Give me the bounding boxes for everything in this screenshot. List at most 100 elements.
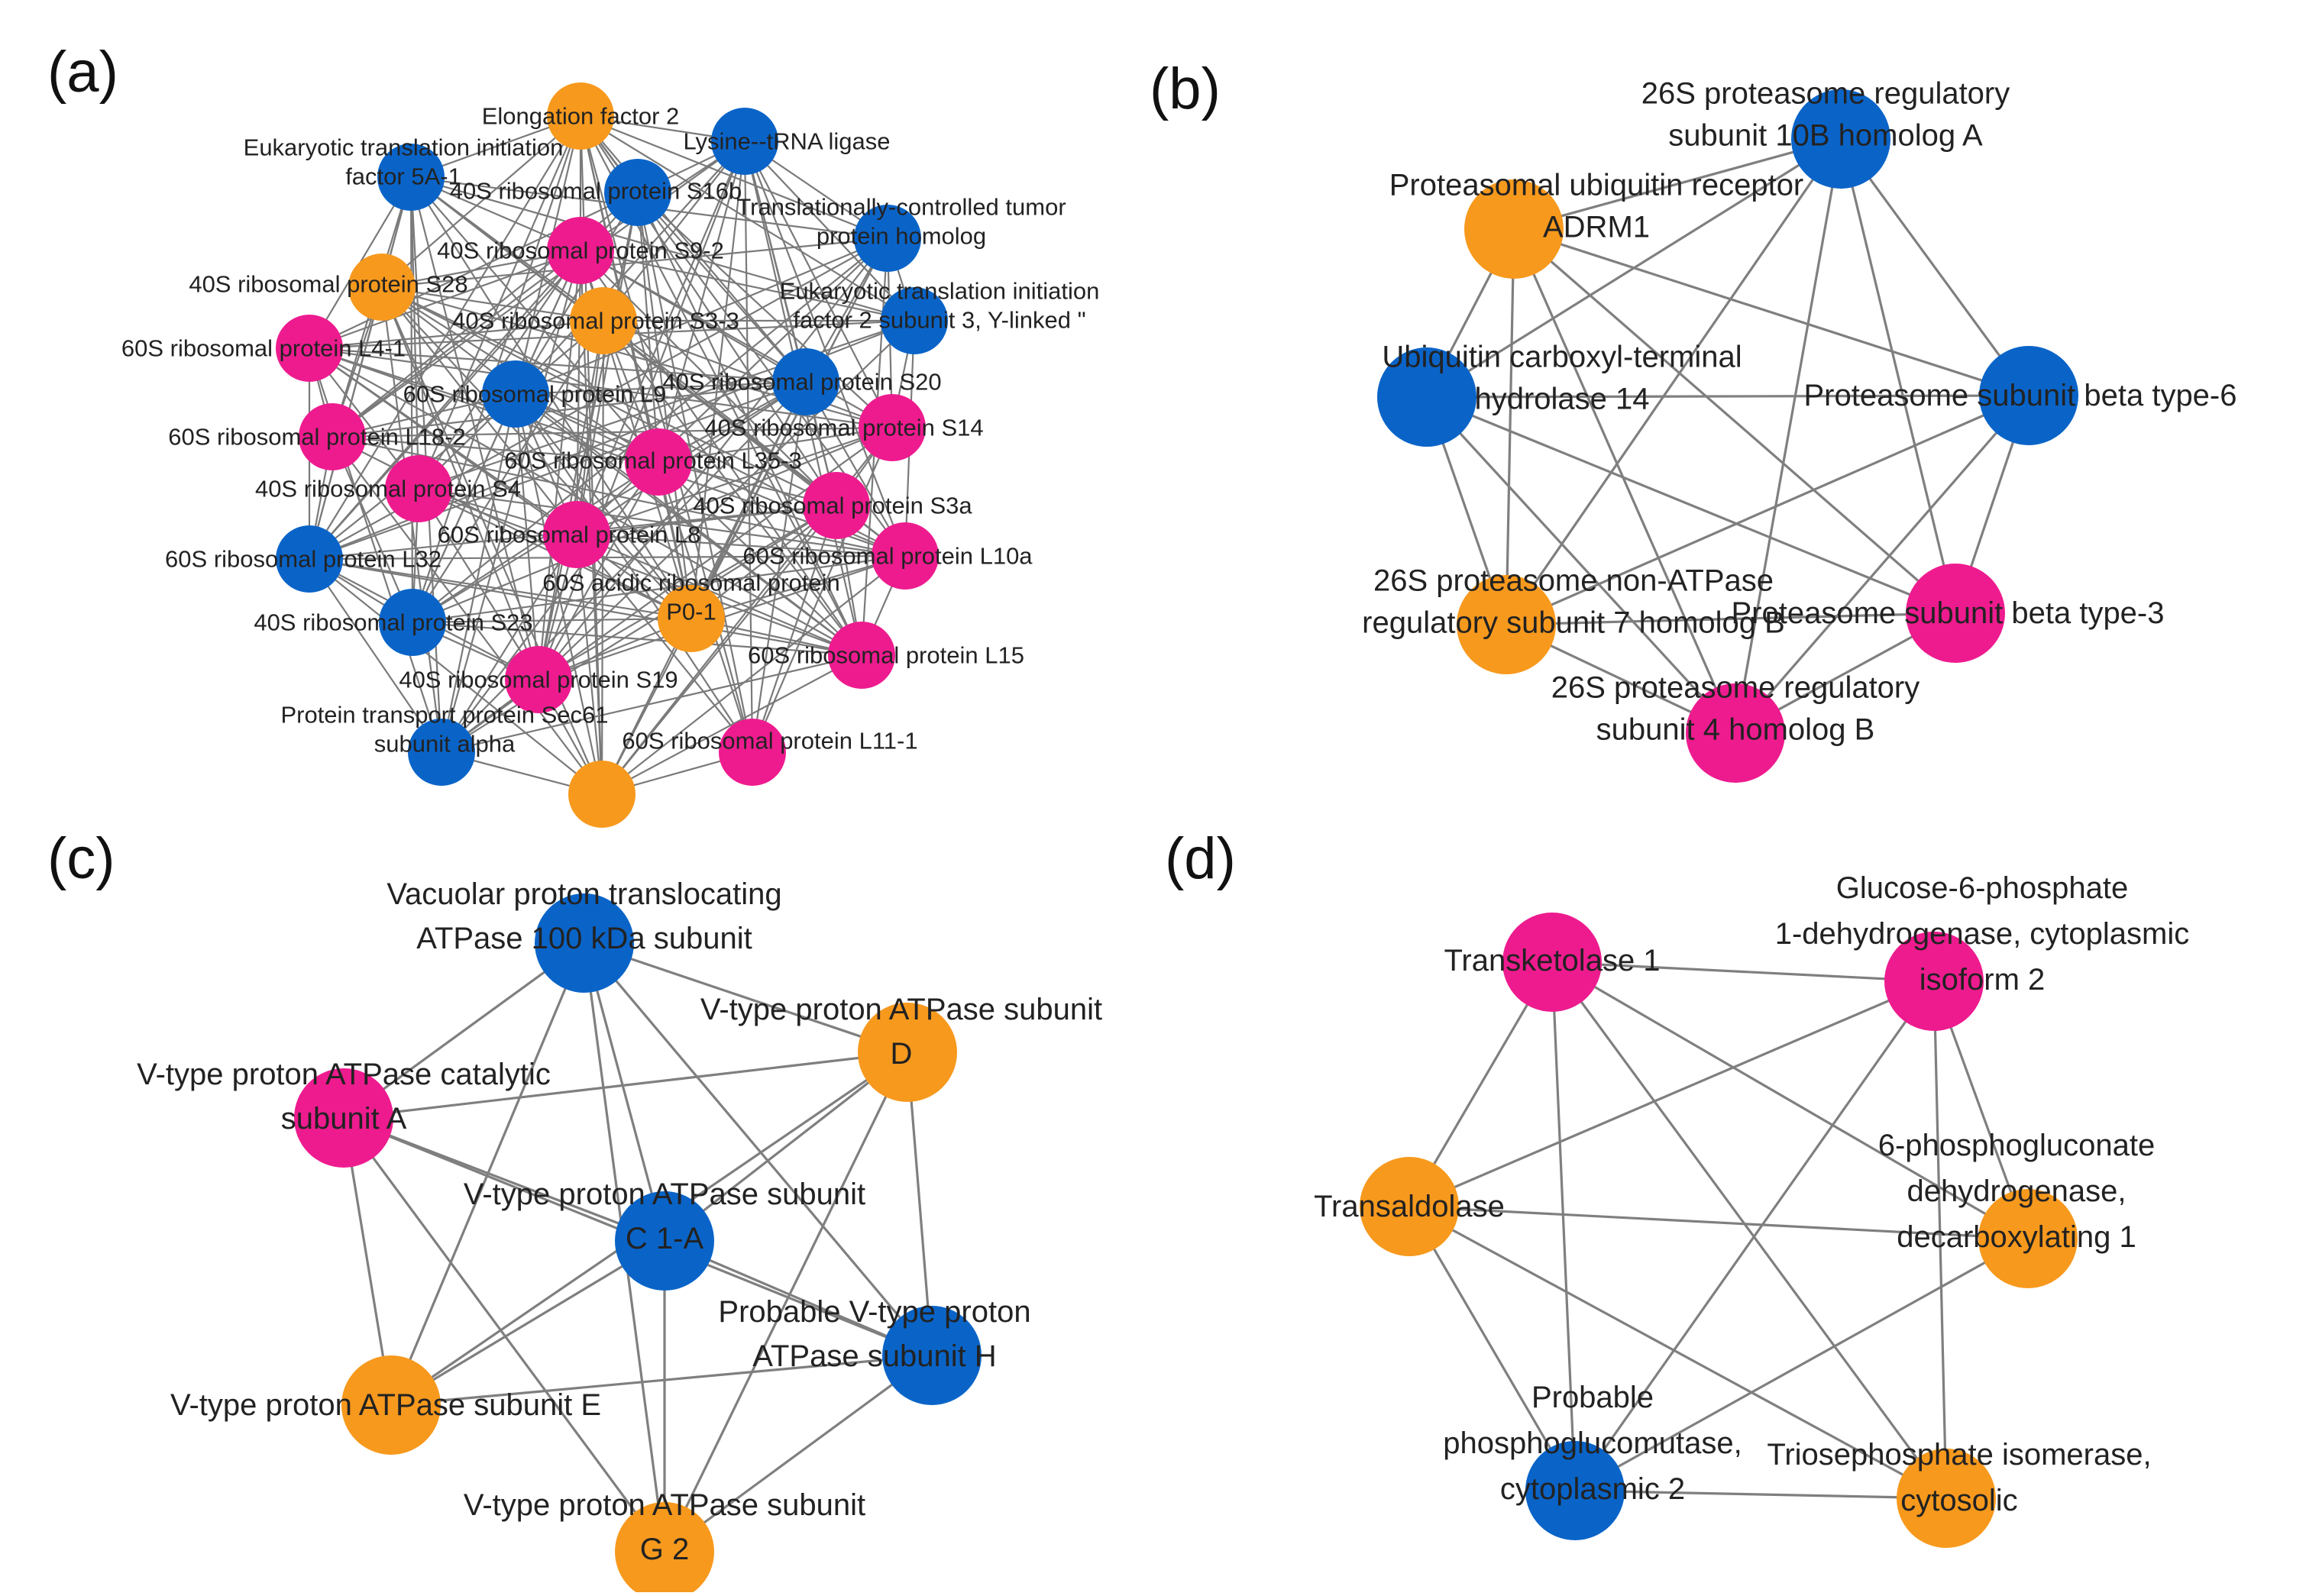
panel-a-node-orange	[658, 585, 725, 652]
panel-a-edge	[751, 427, 894, 753]
panel-a-edge	[309, 347, 862, 656]
panel-a-edge	[538, 237, 888, 680]
panel-d-node-pink	[1502, 913, 1602, 1012]
panel-a-node-pink	[803, 472, 870, 539]
panel-a-edge	[743, 141, 754, 753]
panel-c-node-orange	[615, 1502, 714, 1596]
panel-a-node-orange	[547, 82, 614, 150]
panel-d-edge	[1551, 961, 1577, 1491]
panel-a-node-label: Protein transport protein Sec61	[280, 702, 608, 729]
panel-b-node-orange	[1464, 179, 1564, 279]
panel-a-node-label: 40S ribosomal protein S3a	[693, 493, 972, 519]
panel-a-edge	[580, 115, 807, 383]
panel-a-edge	[309, 554, 906, 561]
panel-b-edge	[1426, 394, 2029, 399]
panel-a-edge	[575, 534, 603, 795]
panel-a-node-label: Lysine--tRNA ligase	[683, 128, 890, 155]
panel-b-edge	[1505, 228, 1515, 625]
panel-d-edge	[1573, 981, 1936, 1491]
panel-c-letter: (c)	[47, 826, 115, 891]
panel-b-edge	[1512, 228, 1957, 615]
panel-b-node-pink	[1906, 564, 2005, 663]
panel-a-node-label: Translationally-controlled tumor	[736, 194, 1066, 221]
panel-a-edge	[380, 286, 540, 680]
panel-a-edge	[412, 621, 862, 657]
panel-a-edge	[637, 192, 807, 383]
panel-a-node-blue	[881, 287, 948, 354]
panel-a-edge	[309, 347, 893, 429]
panel-a-edge	[579, 115, 693, 619]
panel-d-node-label: Probable	[1531, 1381, 1654, 1414]
panel-a-letter: (a)	[47, 40, 118, 105]
panel-d-edge	[1574, 1489, 1947, 1500]
panel-a-node-label: factor 2 subunit 3, Y-linked "	[793, 307, 1085, 334]
panel-c-node-label: ATPase subunit H	[752, 1339, 996, 1373]
panel-a-edge	[751, 505, 838, 753]
panel-c-node-label: V-type proton ATPase subunit	[464, 1178, 865, 1211]
panel-d-node-label: isoform 2	[1920, 963, 2046, 997]
panel-c-node-label: subunit A	[281, 1102, 407, 1136]
panel-b-node-label: Proteasomal ubiquitin receptor	[1389, 169, 1804, 202]
panel-a-edge	[332, 436, 692, 619]
panel-a-node-label: factor 5A-1	[345, 163, 461, 190]
panel-a-edge	[441, 381, 807, 753]
panel-a-node-label: Eukaryotic translation initiation	[244, 134, 564, 161]
panel-c-node-label: D	[891, 1037, 913, 1071]
panel-a-node-pink	[872, 522, 939, 590]
panel-a-edge	[576, 237, 888, 535]
panel-a-edge	[515, 393, 862, 656]
panel-a-edge	[658, 426, 893, 464]
panel-a-node-label: protein homolog	[817, 223, 986, 250]
panel-a-edge	[515, 237, 888, 396]
panel-a-edge	[381, 249, 581, 289]
panel-c-edge	[343, 1051, 908, 1119]
panel-a-edge	[575, 192, 639, 535]
panel-b-letter: (b)	[1150, 57, 1221, 121]
panel-a-edge	[309, 558, 603, 795]
panel-a-node-label: 60S ribosomal protein L15	[748, 642, 1024, 669]
panel-a-edge	[538, 461, 659, 680]
panel-c-edge	[906, 1052, 933, 1356]
panel-d-node-label: Glucose-6-phosphate	[1836, 871, 2128, 905]
panel-d-letter: (d)	[1165, 826, 1236, 891]
panel-c-node-blue	[615, 1191, 714, 1291]
panel-a-node-label: 40S ribosomal protein S3-3	[452, 308, 739, 334]
panel-a-edge	[601, 505, 837, 795]
panel-a-edge	[658, 461, 862, 656]
panel-d-edge	[1409, 1205, 1947, 1500]
panel-d-edge	[1932, 981, 1948, 1499]
panel-a-edge	[580, 249, 915, 322]
panel-b-edge	[1839, 138, 1957, 614]
panel-d: (d) Transketolase 1Glucose-6-phosphate1-…	[1165, 826, 2189, 1548]
panel-b-edge	[1506, 394, 2029, 626]
panel-d-edge	[1409, 980, 1935, 1208]
panel-c-node-label: Vacuolar proton translocating	[386, 877, 781, 911]
panel-d-edge	[1574, 1237, 2029, 1492]
panel-a-edge	[309, 380, 807, 561]
panel-b-node-blue	[1377, 347, 1476, 447]
panel-c-edge	[583, 942, 666, 1242]
panel-a-node-label: 40S ribosomal protein S14	[704, 415, 983, 441]
panel-c-edge	[390, 1239, 665, 1407]
panel-d-node-orange	[1360, 1157, 1459, 1256]
panel-a-edge	[332, 435, 659, 464]
panel-b-edge	[1734, 138, 1842, 734]
panel-a-edge	[410, 176, 915, 322]
panel-a-node-orange	[348, 254, 416, 321]
panel-c-node-pink	[294, 1068, 393, 1168]
panel-a-node-label: 40S ribosomal protein S16b	[450, 178, 742, 205]
panel-a-edge	[576, 533, 862, 657]
panel-b-edge	[1513, 228, 2029, 397]
panel-a-node-blue	[379, 589, 446, 656]
panel-a-edge	[309, 557, 692, 620]
panel-d-node-label: decarboxylating 1	[1897, 1220, 2136, 1254]
panel-a-node-label: 60S ribosomal protein L11-1	[622, 728, 917, 754]
panel-a-node-pink	[828, 622, 895, 689]
panel-d-node-label: Transketolase 1	[1444, 944, 1660, 977]
panel-d-node-label: phosphoglucomutase,	[1443, 1426, 1742, 1460]
panel-d-node-blue	[1525, 1441, 1625, 1540]
panel-a-node-blue	[276, 525, 343, 593]
panel-b-node-label: 26S proteasome non-ATPase	[1373, 564, 1774, 598]
panel-c-edge	[664, 1051, 908, 1242]
panel-a-edge	[440, 393, 517, 753]
